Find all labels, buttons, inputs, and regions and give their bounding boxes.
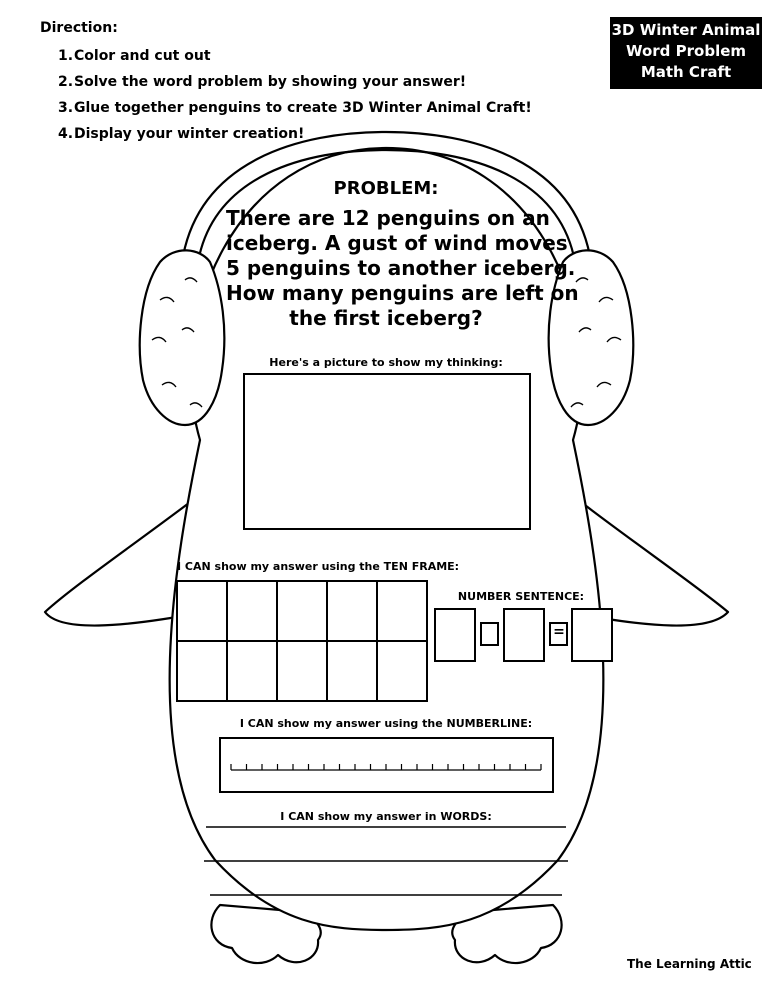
title-line: Word Problem bbox=[625, 42, 747, 60]
step-text: Display your winter creation! bbox=[74, 126, 305, 142]
equals-sign: = bbox=[553, 624, 565, 640]
number-sentence-box-3 bbox=[571, 608, 613, 662]
number-sentence-operator-box bbox=[480, 622, 499, 646]
words-writing-lines bbox=[204, 826, 568, 896]
words-label: I CAN show my answer in WORDS: bbox=[280, 810, 492, 823]
direction-step: 1.Color and cut out bbox=[58, 48, 211, 64]
credit-text: The Learning Attic bbox=[627, 957, 752, 971]
title-line: 3D Winter Animal bbox=[611, 21, 761, 39]
problem-line: There are 12 penguins on an bbox=[226, 206, 550, 230]
directions-heading: Direction: bbox=[40, 20, 118, 36]
step-number: 2. bbox=[58, 74, 74, 90]
step-text: Color and cut out bbox=[74, 48, 211, 64]
problem-line: 5 penguins to another iceberg. bbox=[226, 256, 576, 280]
direction-step: 2.Solve the word problem by showing your… bbox=[58, 74, 466, 90]
craft-title-box: 3D Winter Animal Word Problem Math Craft bbox=[610, 17, 762, 89]
numberline-label: I CAN show my answer using the NUMBERLIN… bbox=[239, 717, 533, 730]
number-sentence-box-1 bbox=[434, 608, 476, 662]
earmuff-headband bbox=[180, 130, 593, 263]
problem-heading: PROBLEM: bbox=[333, 178, 439, 199]
left-earmuff bbox=[138, 249, 226, 427]
problem-line: iceberg. A gust of wind moves bbox=[226, 231, 568, 255]
step-text: Solve the word problem by showing your a… bbox=[74, 74, 467, 90]
ten-frame-label: I CAN show my answer using the TEN FRAME… bbox=[177, 560, 460, 573]
problem-line: How many penguins are left on bbox=[226, 281, 579, 305]
step-text: Glue together penguins to create 3D Wint… bbox=[74, 100, 532, 116]
problem-line: the first iceberg? bbox=[289, 306, 483, 330]
right-earmuff bbox=[547, 249, 635, 427]
number-sentence-equals-box bbox=[549, 622, 568, 646]
picture-label: Here's a picture to show my thinking: bbox=[269, 356, 503, 369]
problem-text: There are 12 penguins on an iceberg. A g… bbox=[226, 206, 579, 331]
number-line bbox=[230, 764, 542, 771]
direction-step: 4.Display your winter creation! bbox=[58, 126, 304, 142]
step-number: 3. bbox=[58, 100, 74, 116]
picture-box bbox=[243, 373, 531, 530]
direction-step: 3.Glue together penguins to create 3D Wi… bbox=[58, 100, 532, 116]
title-line: Math Craft bbox=[640, 63, 732, 81]
step-number: 4. bbox=[58, 126, 74, 142]
step-number: 1. bbox=[58, 48, 74, 64]
number-sentence-label: NUMBER SENTENCE: bbox=[457, 590, 585, 603]
number-sentence-box-2 bbox=[503, 608, 545, 662]
ten-frame bbox=[176, 580, 428, 702]
